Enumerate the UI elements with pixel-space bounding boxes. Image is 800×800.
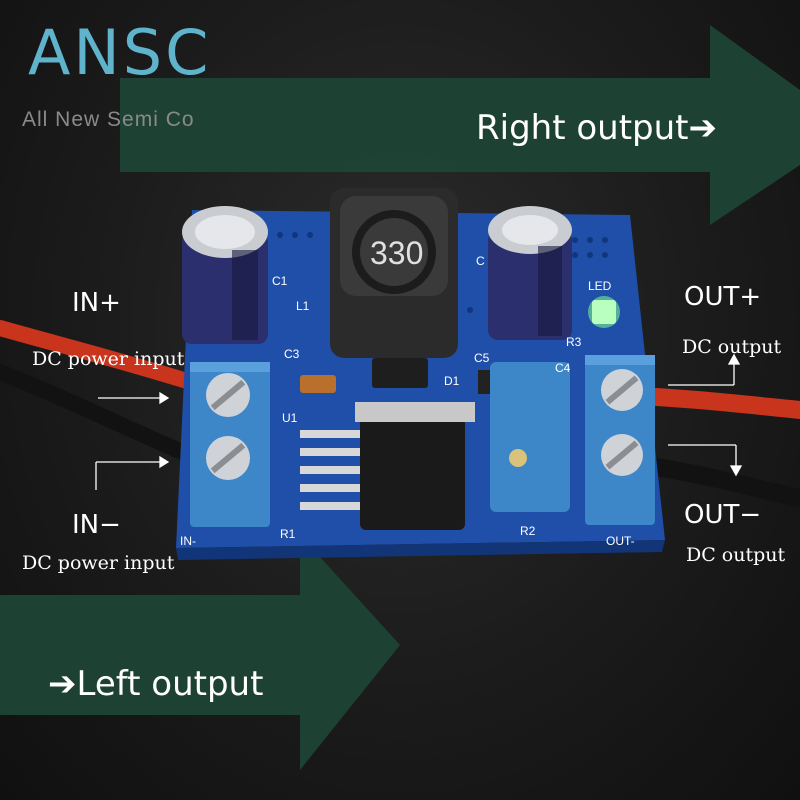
silk-l1: L1 [296,299,310,313]
pcb-edge [176,540,665,560]
silk-c3: C3 [284,347,300,361]
capacitor-c1 [182,206,268,344]
silk-c5: C5 [474,351,490,365]
silk-r3: R3 [566,335,582,349]
silk-r2: R2 [520,524,536,538]
in-minus-desc: DC power input [22,552,175,574]
left-arrow-shape [0,535,400,770]
logo-tagline: All New Semi Co [22,108,195,131]
led-glow [588,296,620,328]
capacitor-c5 [478,370,492,394]
silk-out-minus: OUT- [606,534,635,548]
out-minus-label: OUT− [684,500,762,530]
right-output-label: Right output➔ [476,108,717,148]
silk-c2: C [476,254,485,268]
silk-led: LED [588,279,612,293]
right-arrow-shape [120,25,800,225]
silk-r1: R1 [280,527,296,541]
ansc-logo: ANSC [28,16,212,89]
in-plus-label: IN+ [72,288,121,318]
silk-c4: C4 [555,361,571,375]
silk-u1: U1 [282,411,298,425]
output-terminal-block [585,355,655,525]
inductor-marking: 330 [370,235,423,271]
red-input-wire [0,320,208,393]
out-plus-desc: DC output [682,336,782,358]
silk-in-minus: IN- [180,534,196,548]
capacitor-c3 [300,375,336,393]
out-minus-desc: DC output [686,544,786,566]
black-input-wire [0,364,208,468]
left-output-label: ➔Left output [48,664,264,704]
silk-d1: D1 [444,374,460,388]
diode-d1 [372,358,428,388]
ic-u1 [300,402,475,530]
capacitor-c2 [488,206,572,340]
inductor-l1 [330,188,458,358]
pcb-vias [277,232,608,313]
silk-c1: C1 [272,274,288,288]
in-plus-desc: DC power input [32,348,185,370]
out-plus-label: OUT+ [684,282,762,312]
potentiometer-r2 [490,362,570,512]
in-minus-label: IN− [72,510,121,540]
input-terminal-block [190,362,270,527]
